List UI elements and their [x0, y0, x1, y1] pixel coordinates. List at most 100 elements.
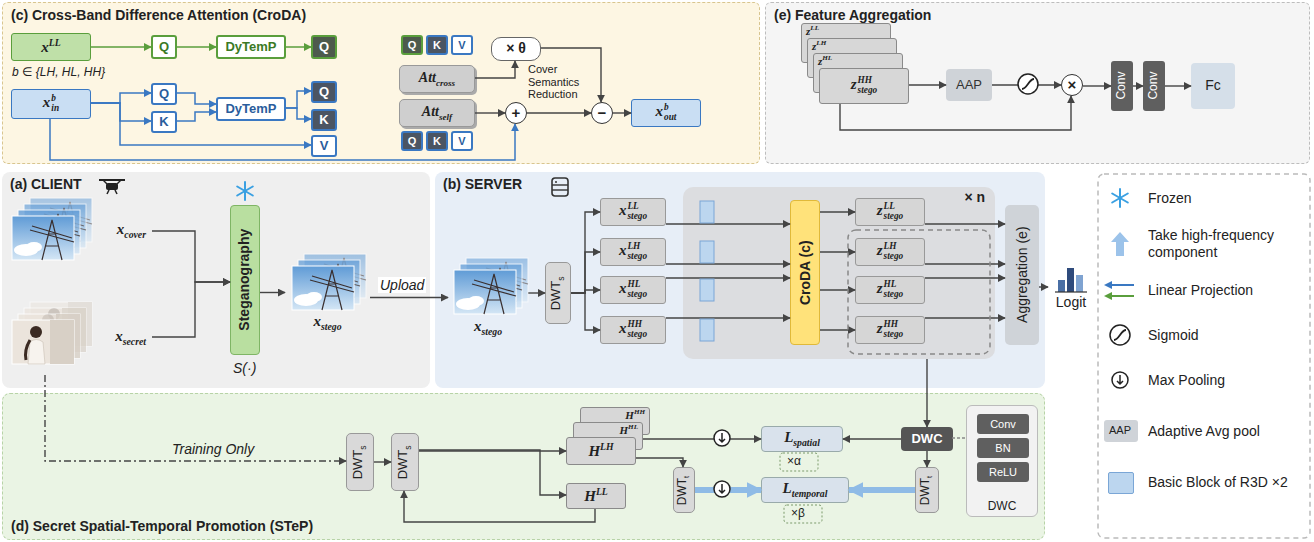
subscript: s	[358, 445, 368, 449]
symbol: H	[625, 409, 634, 421]
math-label: DWTt	[919, 475, 933, 505]
legend-icon	[1104, 281, 1134, 300]
symbol: Att	[419, 70, 436, 85]
label-group: K	[159, 115, 168, 129]
math-label: Attself	[422, 104, 452, 119]
subscript: stego	[884, 330, 904, 340]
subtract-op: −	[591, 102, 613, 124]
label-group: xstego	[474, 318, 502, 338]
index-stack: bin	[51, 94, 59, 114]
subscript: stego	[481, 326, 502, 337]
math-label: xLLstego	[619, 202, 647, 218]
label-group: V	[458, 39, 465, 51]
cover-video-frames	[12, 198, 92, 260]
legend-frame	[1098, 174, 1310, 538]
math-label: xLHstego	[619, 242, 647, 258]
math-label: xHLstego	[619, 280, 647, 296]
loss-box: Lspatial	[761, 426, 843, 452]
scale-factor: × θ	[491, 37, 541, 61]
math-label: zLLstego	[877, 202, 903, 218]
symbol: H	[620, 424, 629, 436]
node-label: Steganography	[236, 229, 252, 331]
annotation-label: ×β	[791, 507, 805, 521]
label-group: (c) Cross-Band Difference Attention (Cro…	[11, 8, 306, 23]
label-group: xLHstego	[619, 242, 647, 262]
math-label: xsecret	[115, 328, 146, 344]
superscript: LH	[627, 242, 647, 252]
label-group: Ltemporal	[783, 480, 828, 500]
label-group: xHLstego	[619, 280, 647, 300]
query-token: Q	[401, 35, 423, 55]
connector	[849, 487, 915, 493]
transform-box: DWTs	[391, 433, 419, 491]
input-feature: xLL	[11, 33, 91, 61]
math-label: Lspatial	[784, 429, 820, 445]
band-feature: xLLstego	[600, 198, 666, 226]
connector	[820, 251, 855, 252]
conv-layer: Conv	[1143, 61, 1165, 111]
label-group: xcover	[117, 221, 146, 241]
superscript: HH	[884, 320, 904, 330]
label-group: Logit	[1056, 295, 1086, 310]
node-label: Aggregation (e)	[1013, 227, 1029, 324]
index-stack: HHstego	[627, 320, 647, 340]
index-stack: HHstego	[884, 320, 904, 340]
key-token: K	[426, 131, 448, 151]
aggregation-module: Aggregation (e)	[1005, 205, 1039, 345]
annotation-label: AAP	[1109, 424, 1131, 437]
symbol: x	[619, 202, 627, 218]
panel: (d) Secret Spatial-Temporal Promotion (S…	[2, 393, 1045, 540]
superscript: LL	[49, 37, 61, 48]
conv-block: DWC	[901, 427, 953, 451]
connector	[820, 329, 855, 330]
index-stack: HHstego	[858, 76, 878, 96]
conv-layer: Conv	[1111, 61, 1133, 111]
subscript: stego	[858, 86, 878, 96]
connector	[1083, 85, 1111, 86]
query-token: Q	[311, 35, 337, 59]
label-group: Conv	[1147, 72, 1160, 100]
label-group: xLL	[41, 38, 60, 56]
annotation-label: ×α	[787, 455, 801, 469]
node-label: DWC	[911, 431, 942, 446]
node-label: AAP	[956, 77, 982, 92]
connector	[1039, 286, 1048, 287]
symbol: x	[656, 103, 664, 119]
key-token: K	[311, 109, 337, 131]
node-label: K	[433, 39, 441, 51]
math-label: HLL	[584, 488, 608, 504]
legend-label: Sigmoid	[1148, 327, 1298, 344]
label-group: DyTemP	[225, 102, 276, 116]
label-group: zLHstego	[877, 242, 903, 262]
label-group: xstego	[313, 313, 341, 333]
math-label: xcover	[117, 221, 146, 237]
label-group: AAP	[956, 78, 982, 92]
label-group: CroDA (c)	[797, 240, 812, 305]
subscript: out	[664, 113, 676, 123]
label-group: V	[320, 139, 329, 153]
node-label: BN	[995, 442, 1010, 454]
input-feature: xbin	[11, 89, 91, 119]
value-token: V	[311, 135, 337, 157]
annotation-label: b ∈ {LH, HL, HH}	[12, 66, 105, 80]
connector	[91, 46, 151, 48]
subscript: stego	[627, 252, 647, 262]
label-group: DWTs	[550, 276, 567, 310]
label-group: zLLstego	[877, 202, 903, 222]
label-group: K	[433, 135, 441, 147]
index-stack: LLstego	[884, 202, 904, 222]
node-label: Q	[319, 39, 329, 54]
connector	[370, 297, 448, 298]
node-label: K	[159, 114, 168, 129]
label-group: (d) Secret Spatial-Temporal Promotion (S…	[11, 519, 313, 534]
subscript: stego	[627, 212, 647, 222]
symbol: z	[877, 320, 883, 336]
connector	[286, 46, 311, 48]
band-feature: zHHstego	[855, 316, 925, 344]
connector	[475, 112, 505, 113]
node-label: ×	[1068, 76, 1077, 93]
projection: Q	[151, 35, 177, 59]
band-feature: xLHstego	[600, 238, 666, 266]
superscript: LL	[627, 202, 647, 212]
